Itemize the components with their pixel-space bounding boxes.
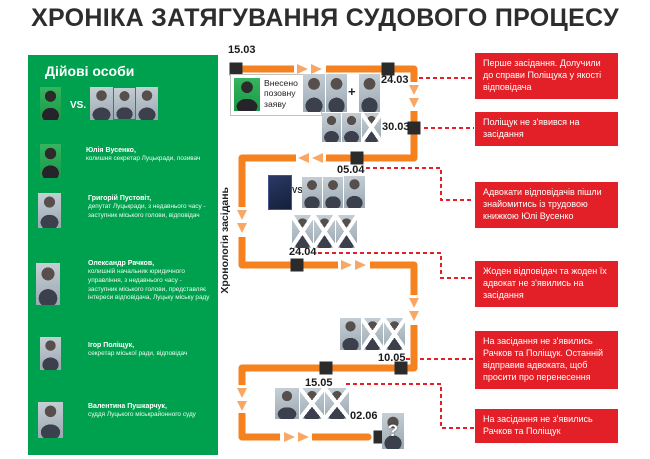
labor-book <box>268 175 292 210</box>
defendant-photo <box>136 87 158 120</box>
person-photo <box>275 388 299 419</box>
route-arrows <box>235 62 421 444</box>
absent-person-photo <box>300 388 324 419</box>
person-photo <box>340 318 361 350</box>
judge-photo: ? <box>382 413 404 449</box>
axis-label: Хронологія засідань <box>219 187 231 294</box>
person-desc: суддя Луцького міськрайонного суду <box>88 411 196 419</box>
person-photo <box>38 402 63 438</box>
date-label: 15.03 <box>228 44 256 56</box>
defendant-photo <box>90 87 113 120</box>
date-label: 10.05 <box>378 352 406 364</box>
callout-1: Перше засідання. Долучили до справи Полі… <box>475 53 618 99</box>
sidebar-heading: Дійові особи <box>45 63 135 79</box>
versus-label: VS <box>292 186 303 195</box>
person-photo <box>36 263 60 305</box>
callout-6: На засідання не з'явились Рачков та Полі… <box>475 409 618 443</box>
person-name: Ігор Поліщук, <box>88 342 135 349</box>
person-entry: Григорій Пустовіт, депутат Луцькради, з … <box>88 194 210 221</box>
callout-4: Жоден відповідач та жоден їх адвокат не … <box>475 261 618 307</box>
date-label: 02.06 <box>350 410 378 422</box>
person-entry: Валентина Пушкарчук, суддя Луцького місь… <box>88 402 210 420</box>
date-label: 24.03 <box>381 74 409 86</box>
person-desc: секретар міської ради, відповідач <box>88 350 188 358</box>
date-label: 24.04 <box>289 246 317 258</box>
defendant-photo <box>114 88 135 119</box>
plaintiff-photo <box>234 78 260 111</box>
date-label: 15.05 <box>305 377 333 389</box>
absent-person-photo <box>325 388 349 419</box>
absent-person-photo <box>292 215 313 248</box>
callout-5: На засідання не з'явились Рачков та Полі… <box>475 331 618 389</box>
plaintiff-photo <box>40 87 61 120</box>
person-name: Валентина Пушкарчук, <box>88 403 167 410</box>
versus-label: VS. <box>70 100 87 111</box>
date-label: 30.03 <box>382 121 410 133</box>
sidebar-actors: Дійові особи VS. Юлія Вусенко, колишня с… <box>28 55 218 455</box>
person-desc: колишня секретар Луцькради, позивач <box>86 155 201 163</box>
person-desc: колишній начальник юридичного управління… <box>88 268 210 302</box>
person-photo <box>359 74 380 112</box>
callout-2: Поліщук не з'явився на засідання <box>475 112 618 146</box>
person-photo <box>40 144 61 178</box>
person-name: Григорій Пустовіт, <box>88 195 152 202</box>
person-photo <box>302 177 322 208</box>
callout-3: Адвокати відповідачів пішли знайомитись … <box>475 182 618 228</box>
person-photo <box>326 74 347 112</box>
person-name: Юлія Вусенко, <box>86 147 136 154</box>
absent-person-photo <box>362 318 383 350</box>
callout-connectors <box>318 77 474 429</box>
question-mark: ? <box>387 421 399 440</box>
person-photo <box>322 113 341 142</box>
person-photo <box>303 74 325 112</box>
person-desc: депутат Луцькради, з недавнього часу - з… <box>88 203 206 220</box>
person-photo <box>38 193 61 228</box>
person-entry: Ігор Поліщук, секретар міської ради, від… <box>88 341 210 359</box>
plus-sign: + <box>348 84 356 99</box>
absent-person-photo <box>336 215 357 248</box>
person-photo <box>344 176 365 208</box>
date-markers <box>229 62 421 444</box>
lawsuit-filed-note: Внесено позовну заяву <box>264 78 298 109</box>
person-photo <box>342 113 361 142</box>
person-entry: Юлія Вусенко, колишня секретар Луцькради… <box>86 146 208 164</box>
person-name: Олександр Рачков, <box>88 260 155 267</box>
absent-person-photo <box>384 318 405 350</box>
person-photo <box>323 177 343 208</box>
page-title: ХРОНІКА ЗАТЯГУВАННЯ СУДОВОГО ПРОЦЕСУ <box>31 4 619 32</box>
absent-person-photo <box>362 113 381 142</box>
date-label: 05.04 <box>337 164 365 176</box>
person-entry: Олександр Рачков, колишній начальник юри… <box>88 259 210 303</box>
person-photo <box>40 337 61 370</box>
absent-person-photo <box>314 215 335 248</box>
